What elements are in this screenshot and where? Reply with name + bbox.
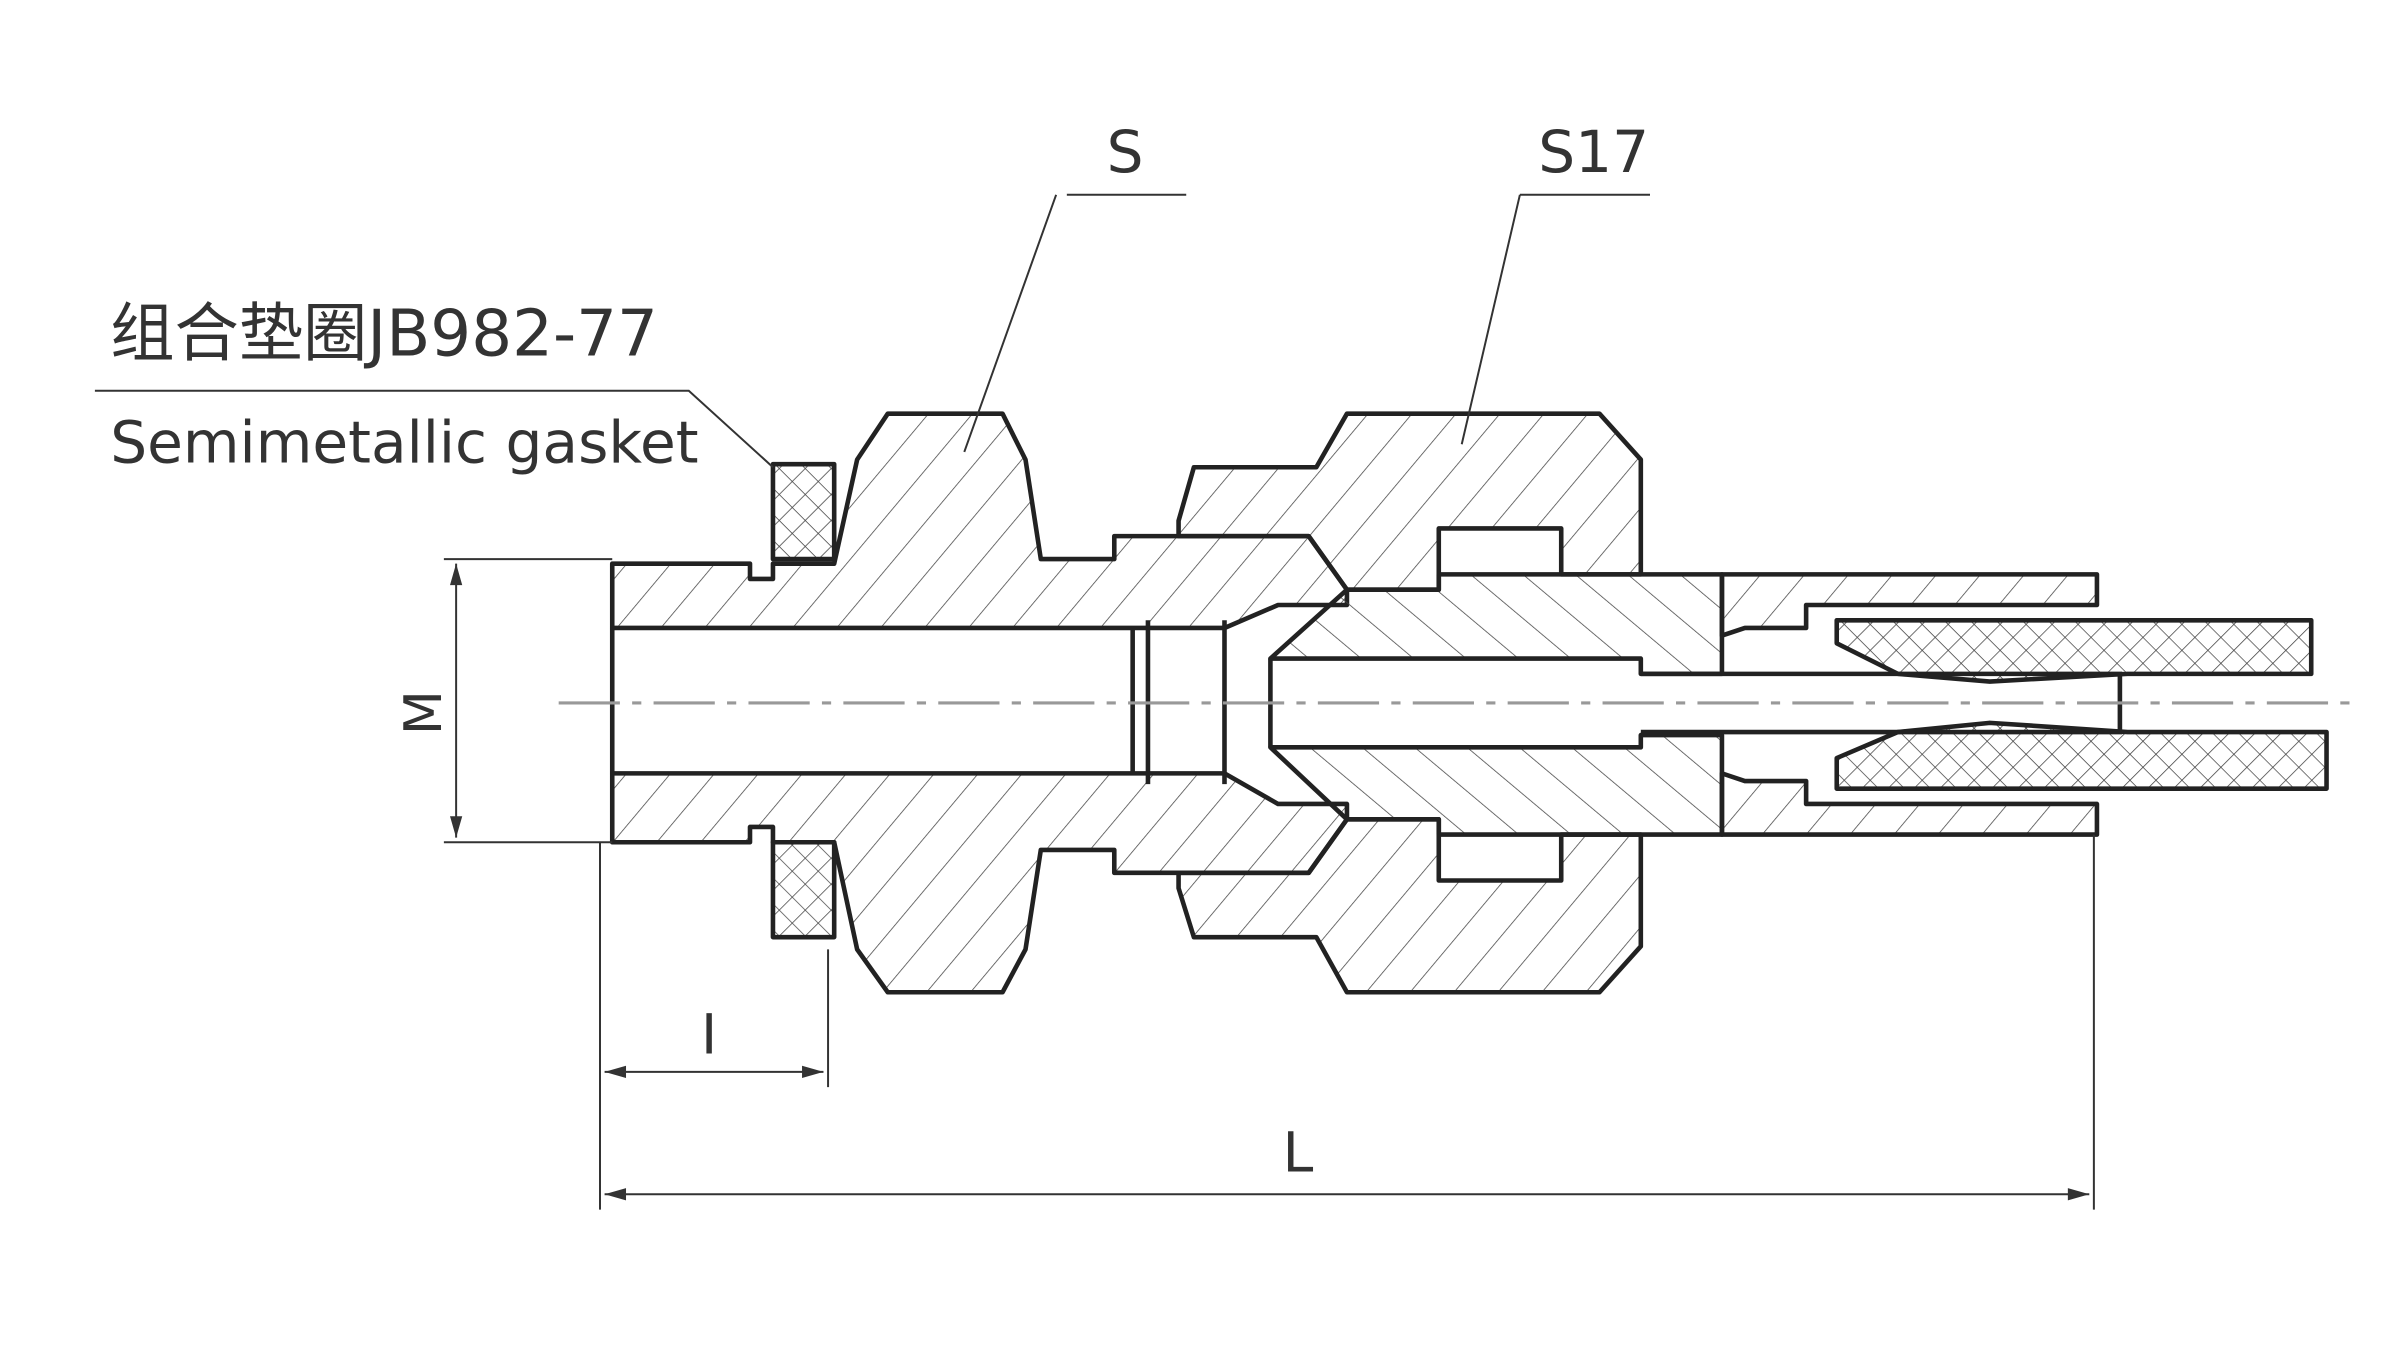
thread-dim-label: M (394, 690, 454, 735)
nut-hex-label: S17 (1538, 118, 1649, 186)
thread-length-dim-label: I (701, 1002, 717, 1066)
m-extension-lines (443, 558, 613, 844)
s-leader (963, 193, 1187, 453)
body-upper (609, 411, 1350, 631)
extension-lines (599, 834, 2095, 1210)
hose-upper (1834, 618, 2314, 684)
body-hex-label: S (1107, 118, 1144, 186)
hose-lower (1834, 720, 2329, 791)
ferrule-upper (1719, 572, 2100, 638)
s17-leader (1460, 193, 1650, 445)
ferrule-lower (1719, 771, 2100, 837)
overall-length-dim-label: L (1283, 1120, 1314, 1184)
body-lower (609, 771, 1350, 995)
gasket-lower (770, 839, 837, 940)
gasket-leader (94, 389, 774, 468)
gasket-label-cn: 组合垫圈JB982-77 (110, 297, 658, 372)
gasket-upper (770, 461, 837, 562)
gasket-label-en: Semimetallic gasket (110, 409, 698, 477)
